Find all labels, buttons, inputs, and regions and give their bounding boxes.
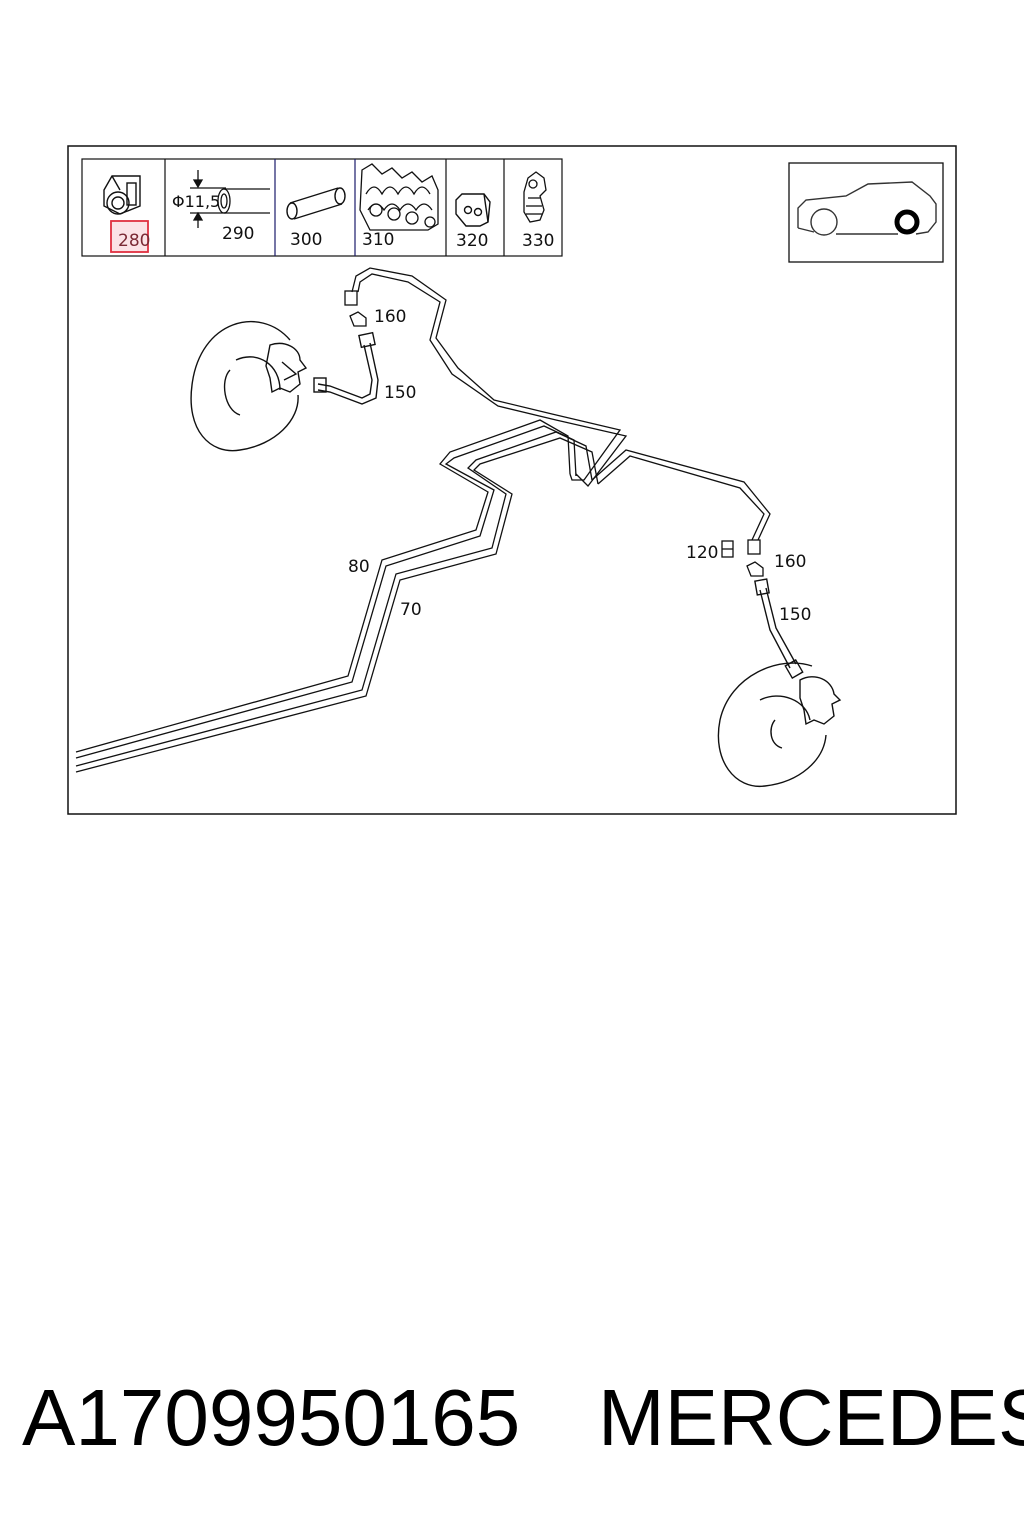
callout-70: 70 <box>400 600 422 620</box>
callout-150-right: 150 <box>779 605 811 625</box>
callout-160-right: 160 <box>774 552 806 572</box>
part-280-highlight <box>110 220 149 253</box>
part-290-dimension: Φ11,5 <box>172 192 220 211</box>
part-300-cell[interactable]: 300 <box>286 187 346 250</box>
brake-line-diagram: 280 Φ11,5 290 <box>67 145 957 815</box>
bleeder-screw-icon <box>721 540 734 558</box>
brake-disc-right <box>717 662 842 787</box>
brand-name: MERCEDES <box>598 1373 1024 1462</box>
part-320-cell[interactable]: 320 <box>455 193 491 251</box>
callout-80: 80 <box>348 557 370 577</box>
callout-160-left: 160 <box>374 307 406 327</box>
spacer-tube-icon <box>286 187 346 220</box>
callout-150-left: 150 <box>384 383 416 403</box>
sleeve-icon <box>190 170 270 228</box>
vehicle-view-frame <box>788 162 944 263</box>
part-330-label: 330 <box>522 231 554 251</box>
part-number: A1709950165 <box>22 1373 521 1462</box>
vehicle-view <box>788 162 944 263</box>
brake-hose-right <box>754 578 804 680</box>
part-290-cell[interactable]: Φ11,5 290 <box>172 170 270 244</box>
hose-clip-left-icon <box>344 290 367 327</box>
part-290-label: 290 <box>222 224 254 244</box>
brake-lines <box>75 267 771 773</box>
part-280-cell[interactable]: 280 <box>103 175 150 253</box>
callout-120: 120 <box>686 543 718 563</box>
diagram-frame <box>67 145 957 815</box>
pipe-clip-icon <box>359 163 439 231</box>
part-320-label: 320 <box>456 231 488 251</box>
brake-hose-left <box>313 331 379 405</box>
bracket-block-icon <box>455 193 491 227</box>
parts-strip: 280 Φ11,5 290 <box>81 158 563 257</box>
part-310-cell[interactable]: 310 <box>359 163 439 250</box>
retaining-clip-icon <box>523 171 547 223</box>
part-310-label: 310 <box>362 230 394 250</box>
brake-disc-left <box>190 320 308 452</box>
footer: A1709950165 MERCEDES <box>0 1372 1024 1482</box>
car-side-rear-wheel-icon <box>797 181 937 236</box>
parts-strip-frame <box>81 158 563 257</box>
part-280-label: 280 <box>118 231 150 251</box>
part-300-label: 300 <box>290 230 322 250</box>
part-330-cell[interactable]: 330 <box>522 171 554 251</box>
hose-clip-right-icon <box>746 539 764 577</box>
grommet-icon <box>103 175 141 215</box>
